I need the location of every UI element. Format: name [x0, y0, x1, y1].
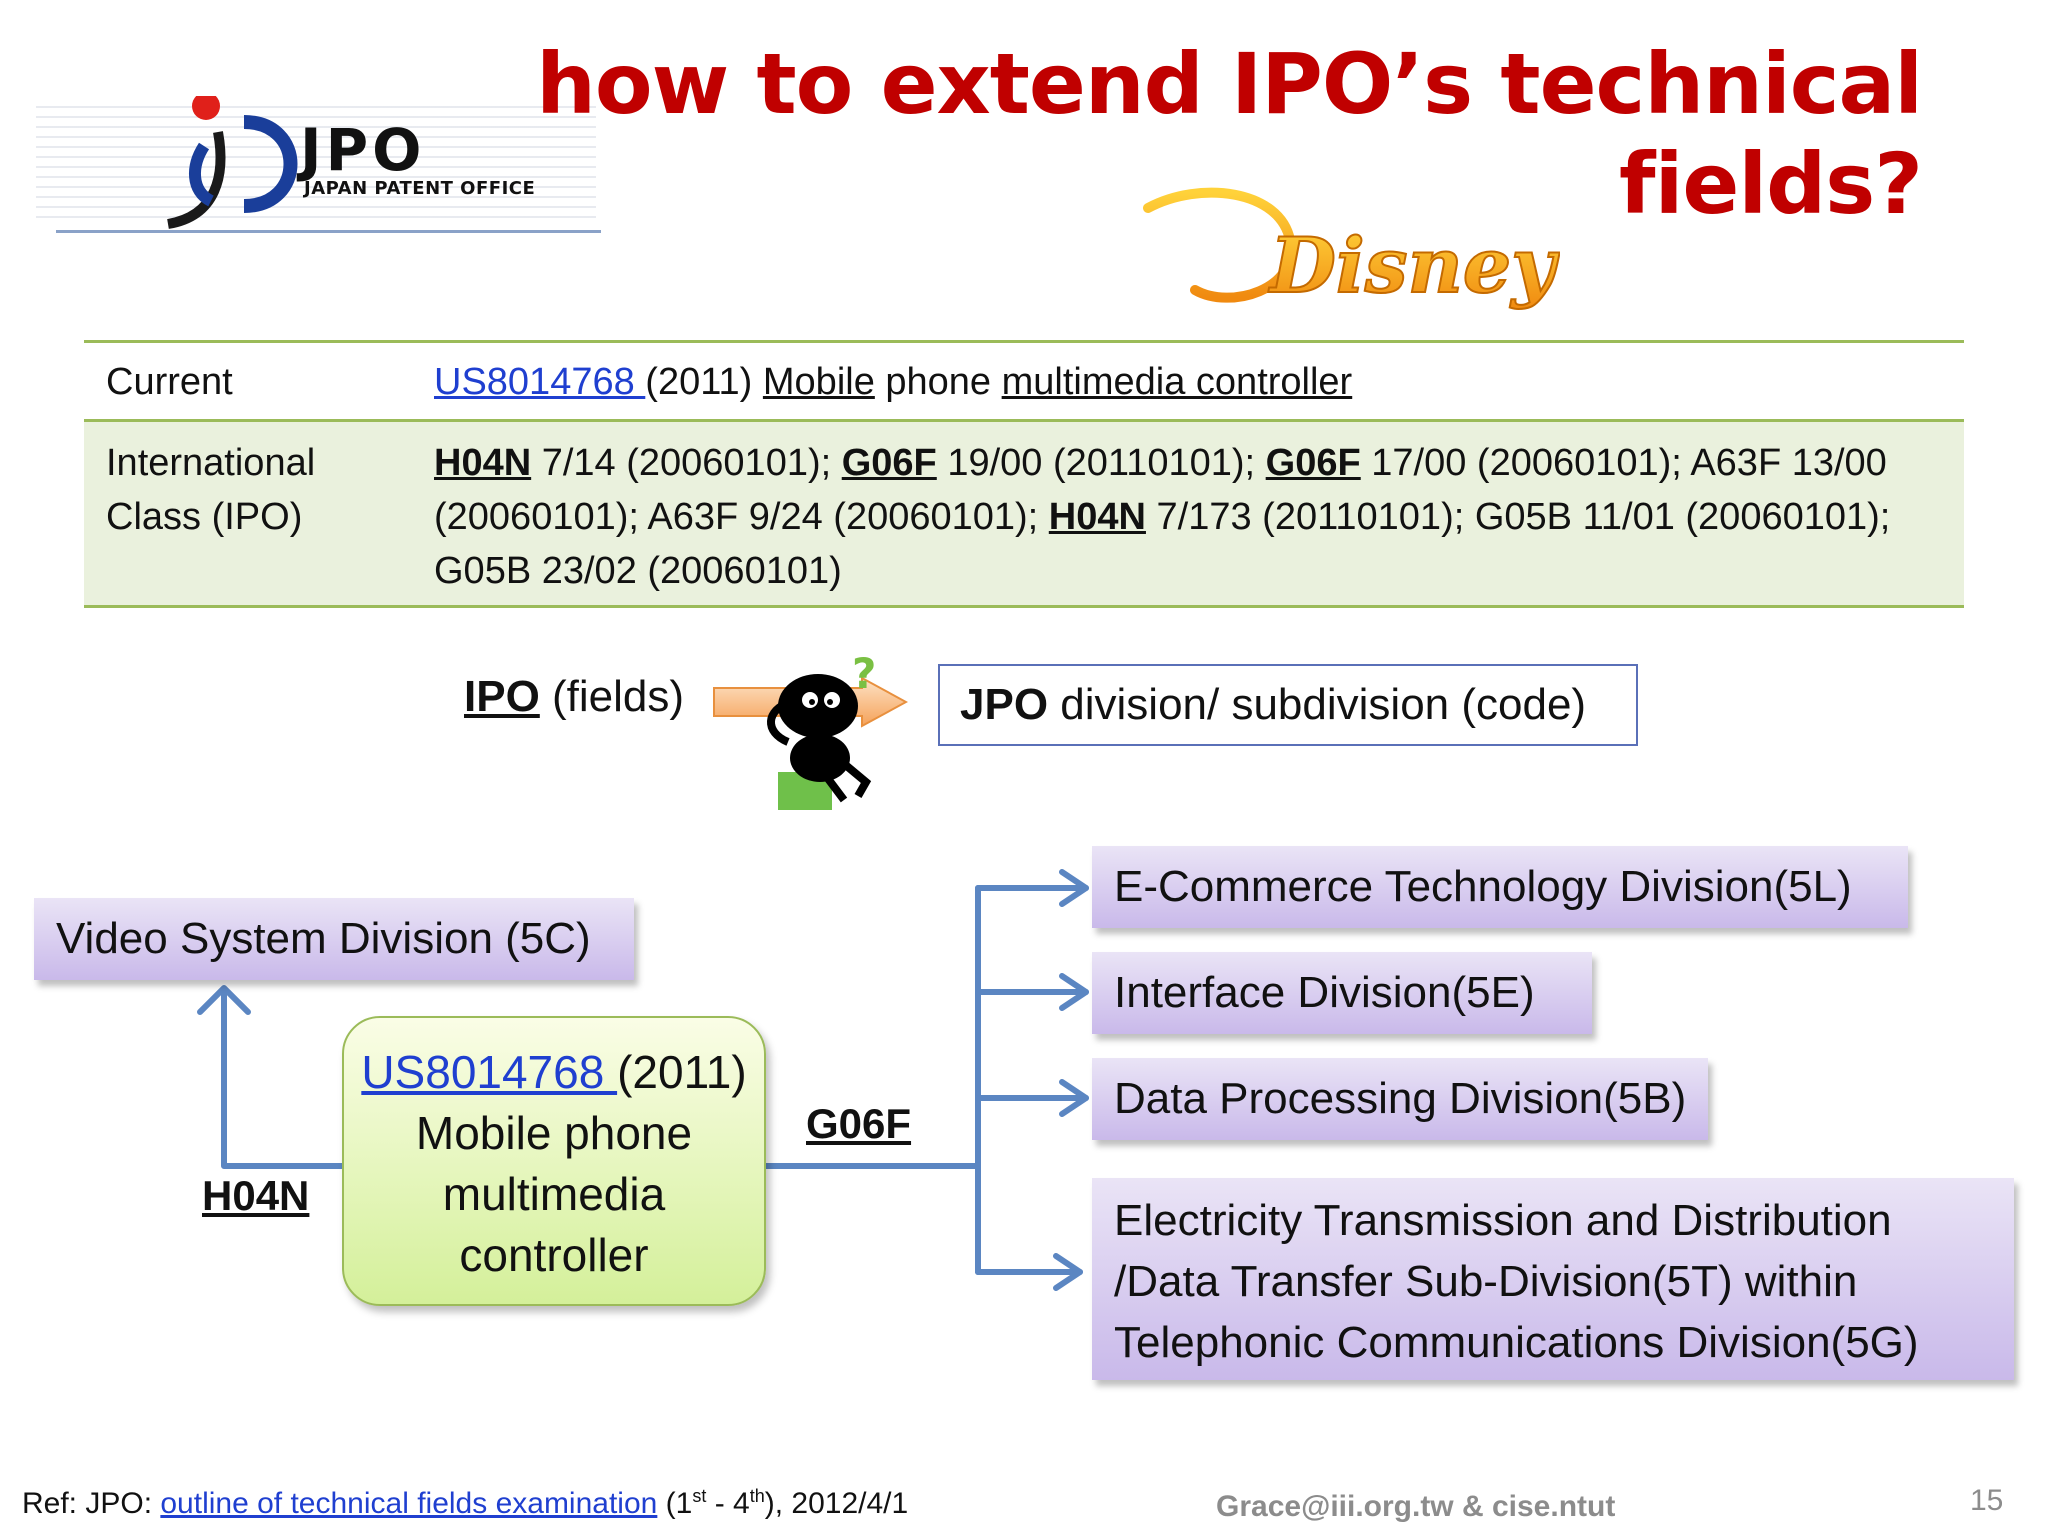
class-code-g06f: G06F [842, 442, 937, 484]
row-label-international-class: International Class (IPO) [106, 436, 406, 544]
row-label-current: Current [106, 355, 233, 409]
ipo-label: IPO [464, 672, 540, 721]
logo-name: JPO [300, 116, 425, 184]
patent-link[interactable]: US8014768 [434, 361, 645, 403]
svg-text:Disney: Disney [1268, 221, 1560, 310]
row-value-international-class: H04N 7/14 (20060101); G06F 19/00 (201101… [434, 436, 1944, 598]
h04n-connector [224, 990, 342, 1166]
footer-contact: Grace@iii.org.tw & cise.ntut [1216, 1490, 1615, 1524]
thinking-person-icon: ? [748, 650, 898, 810]
ref-text: - 4 [706, 1487, 749, 1520]
class-code-h04n: H04N [1049, 496, 1146, 538]
center-line-2: Mobile phone [344, 1103, 764, 1164]
page-number: 15 [1970, 1484, 2003, 1518]
up-arrowhead-icon [200, 988, 248, 1012]
jpo-division-text: division/ subdivision (code) [1048, 680, 1586, 729]
h04n-label: H04N [202, 1172, 309, 1220]
ref-sup: th [750, 1486, 765, 1506]
table-row-current: Current US8014768 (2011) Mobile phone mu… [84, 340, 1964, 422]
ref-date: ), 2012/4/1 [765, 1487, 908, 1520]
table-row-international-class: International Class (IPO) H04N 7/14 (200… [84, 422, 1964, 608]
arrowhead-icon [1062, 976, 1086, 1008]
ipo-fields-text: (fields) [540, 672, 684, 721]
ref-prefix: Ref: JPO: [22, 1487, 160, 1520]
jpo-label: JPO [960, 680, 1048, 729]
electricity-line-3: Telephonic Communications Division(5G) [1114, 1312, 2014, 1373]
electricity-line-1: Electricity Transmission and Distributio… [1114, 1190, 2014, 1251]
data-processing-division-box: Data Processing Division(5B) [1092, 1058, 1708, 1140]
ecommerce-division-box: E-Commerce Technology Division(5L) [1092, 846, 1908, 928]
ref-link[interactable]: outline of technical fields examination [160, 1487, 657, 1520]
electricity-line-2: /Data Transfer Sub-Division(5T) within [1114, 1251, 2014, 1312]
class-text: 19/00 (20110101); [937, 442, 1266, 484]
arrowhead-icon [1056, 1256, 1080, 1288]
jpo-division-box: JPO division/ subdivision (code) [938, 664, 1638, 746]
ref-text: (1 [657, 1487, 692, 1520]
ipo-fields-label: IPO (fields) [464, 672, 684, 722]
patent-center-box: US8014768 (2011) Mobile phone multimedia… [342, 1016, 766, 1306]
svg-text:?: ? [852, 650, 876, 698]
arrowhead-icon [1062, 1082, 1086, 1114]
class-code-h04n: H04N [434, 442, 531, 484]
g06f-label: G06F [806, 1100, 911, 1148]
patent-word-controller: multimedia controller [1002, 361, 1353, 403]
patent-word-phone: phone [875, 361, 1002, 403]
ref-sup: st [692, 1486, 706, 1506]
arrowhead-icon [1062, 872, 1086, 904]
center-patent-year: (2011) [617, 1046, 747, 1098]
center-line-4: controller [344, 1225, 764, 1286]
center-line-1: US8014768 (2011) [344, 1042, 764, 1103]
interface-division-box: Interface Division(5E) [1092, 952, 1592, 1034]
patent-year: (2011) [645, 361, 763, 403]
video-system-division-box: Video System Division (5C) [34, 898, 634, 980]
row-value-current: US8014768 (2011) Mobile phone multimedia… [434, 355, 1944, 409]
classification-table: Current US8014768 (2011) Mobile phone mu… [84, 340, 1964, 608]
footer-reference: Ref: JPO: outline of technical fields ex… [22, 1486, 908, 1521]
disney-logo-icon: Disney [1140, 180, 1560, 350]
class-code-g06f: G06F [1266, 442, 1361, 484]
class-text: 7/14 (20060101); [531, 442, 842, 484]
electricity-transmission-division-box: Electricity Transmission and Distributio… [1092, 1178, 2014, 1380]
patent-word-mobile: Mobile [763, 361, 875, 403]
center-line-3: multimedia [344, 1164, 764, 1225]
center-patent-link[interactable]: US8014768 [361, 1046, 617, 1098]
